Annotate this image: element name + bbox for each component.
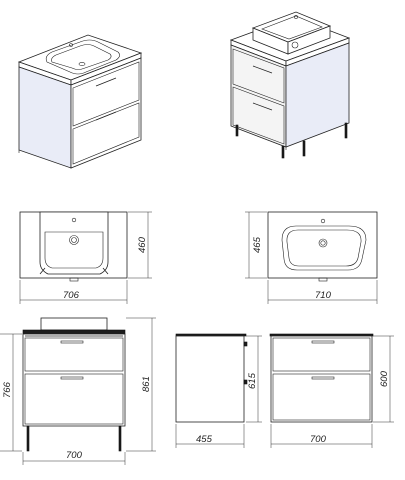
drawer-handle [60,376,84,380]
countertop [22,329,126,335]
drawer-handle [95,111,117,121]
dim-width-710: 710 [315,290,332,301]
iso-view-vanity-legs [229,11,351,159]
tap-hole-icon [294,15,298,19]
leg [302,140,306,157]
drawer-handle [311,376,335,380]
drain-icon [78,62,86,66]
tap-hole-icon [320,218,326,224]
drawer-handle [252,102,273,111]
drawer-front [24,337,124,372]
drawer-front [272,337,371,372]
front-view-no-legs: 600 700 [269,333,394,448]
leg [235,124,239,137]
top-view-basin-2: 710 465 [245,211,378,304]
leg [118,425,122,452]
front-view-with-legs: 766 861 700 [0,317,156,465]
drain-icon [69,235,79,245]
leg [344,122,348,139]
drawer-front [272,373,371,421]
dim-width-700-b: 700 [310,434,327,445]
top-view-basin-1: 706 460 [19,211,152,304]
tap-hole-icon [71,217,77,223]
dim-height-600: 600 [379,370,390,387]
drain-icon [318,238,328,248]
drawer-handle [60,340,84,344]
iso-view-vanity [17,34,143,169]
dim-depth-455: 455 [196,434,213,445]
drawer-handle [252,65,273,74]
dim-width-700: 700 [66,450,83,461]
tap-hole-icon [69,43,73,47]
side-view: 615 455 [175,333,262,448]
dim-height-861: 861 [141,376,152,392]
dim-width-706: 706 [63,290,80,301]
drawer-handle [95,77,117,87]
dim-depth-465: 465 [252,236,263,253]
leg [281,145,285,159]
dim-height-766: 766 [2,381,13,398]
vessel-basin [40,317,108,331]
dim-depth-460: 460 [137,236,148,253]
leg [26,425,30,452]
dim-height-615: 615 [247,372,258,389]
basin-rim [45,39,120,75]
drawer-handle [311,340,335,344]
drain-icon [291,41,299,49]
drawer-front [24,373,124,425]
